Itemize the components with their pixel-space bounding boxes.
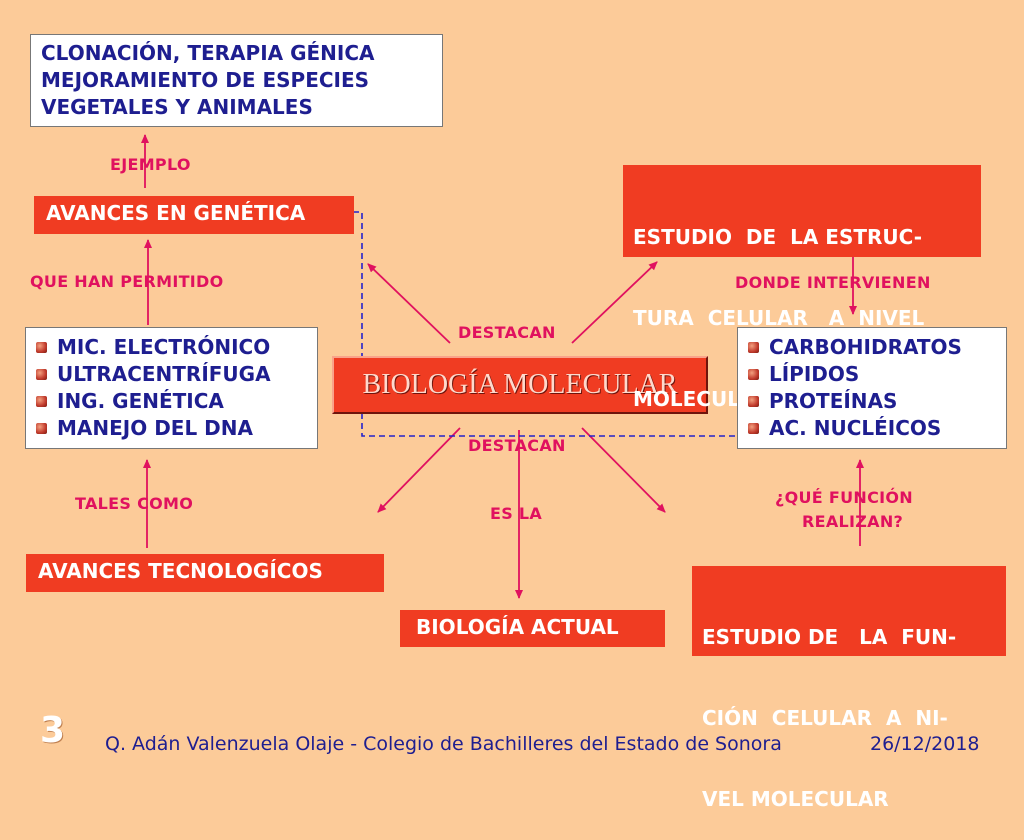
avances-genetica-text: AVANCES EN GENÉTICA xyxy=(46,201,306,225)
avances-tecnologicos-box: AVANCES TECNOLOGÍCOS xyxy=(26,554,384,592)
funcion-line: CIÓN CELULAR A NI- xyxy=(702,706,948,730)
bullet-icon xyxy=(748,396,759,407)
bullet-icon xyxy=(36,369,47,380)
label-ejemplo: EJEMPLO xyxy=(110,155,191,174)
bullet-icon xyxy=(748,423,759,434)
arrow-destacan-left-down xyxy=(377,427,461,513)
list-item: MANEJO DEL DNA xyxy=(36,415,307,442)
label-que-funcion: ¿QUÉ FUNCIÓN xyxy=(775,488,913,507)
list-item: AC. NUCLÉICOS xyxy=(748,415,996,442)
examples-line: CLONACIÓN, TERAPIA GÉNICA xyxy=(41,41,375,65)
center-title: BIOLOGÍA MOLECULAR xyxy=(362,369,678,400)
avances-tecnologicos-text: AVANCES TECNOLOGÍCOS xyxy=(38,559,323,583)
molecules-list: CARBOHIDRATOS LÍPIDOS PROTEÍNAS AC. NUCL… xyxy=(748,334,996,442)
label-destacan-top: DESTACAN xyxy=(458,323,556,342)
funcion-line: ESTUDIO DE LA FUN- xyxy=(702,625,957,649)
bullet-icon xyxy=(748,342,759,353)
bullet-icon xyxy=(748,369,759,380)
estructura-line: TURA CELULAR A NIVEL xyxy=(633,306,925,330)
examples-box: CLONACIÓN, TERAPIA GÉNICA MEJORAMIENTO D… xyxy=(30,34,443,127)
arrow-destacan-right-down xyxy=(581,427,666,513)
examples-line: VEGETALES Y ANIMALES xyxy=(41,95,313,119)
funcion-box: ESTUDIO DE LA FUN- CIÓN CELULAR A NI- VE… xyxy=(692,566,1006,811)
examples-line: MEJORAMIENTO DE ESPECIES xyxy=(41,68,370,92)
biologia-actual-box: BIOLOGÍA ACTUAL xyxy=(400,610,665,647)
tools-box: MIC. ELECTRÓNICO ULTRACENTRÍFUGA ING. GE… xyxy=(25,327,318,449)
arrow-destacan-left-up xyxy=(367,263,451,344)
list-item: CARBOHIDRATOS xyxy=(748,334,996,361)
bullet-icon xyxy=(36,423,47,434)
footer-date: 26/12/2018 xyxy=(870,733,980,755)
tools-list: MIC. ELECTRÓNICO ULTRACENTRÍFUGA ING. GE… xyxy=(36,334,307,442)
list-item: ING. GENÉTICA xyxy=(36,388,307,415)
list-item: ULTRACENTRÍFUGA xyxy=(36,361,307,388)
center-box: BIOLOGÍA MOLECULAR xyxy=(332,356,708,414)
funcion-line: VEL MOLECULAR xyxy=(702,787,889,811)
label-que-han-permitido: QUE HAN PERMITIDO xyxy=(30,272,224,291)
list-item: PROTEÍNAS xyxy=(748,388,996,415)
label-es-la: ES LA xyxy=(490,504,543,523)
label-tales-como: TALES COMO xyxy=(75,494,194,513)
biologia-actual-text: BIOLOGÍA ACTUAL xyxy=(416,615,619,639)
bullet-icon xyxy=(36,342,47,353)
list-item: LÍPIDOS xyxy=(748,361,996,388)
label-destacan-bottom: DESTACAN xyxy=(468,436,566,455)
label-realizan: REALIZAN? xyxy=(802,512,904,531)
footer-credit: Q. Adán Valenzuela Olaje - Colegio de Ba… xyxy=(105,733,782,755)
label-donde-intervienen: DONDE INTERVIENEN xyxy=(735,273,931,292)
arrow-destacan-right-up xyxy=(571,261,658,344)
molecules-box: CARBOHIDRATOS LÍPIDOS PROTEÍNAS AC. NUCL… xyxy=(737,327,1007,449)
list-item: MIC. ELECTRÓNICO xyxy=(36,334,307,361)
estructura-box: ESTUDIO DE LA ESTRUC- TURA CELULAR A NIV… xyxy=(623,165,981,411)
avances-genetica-box: AVANCES EN GENÉTICA xyxy=(34,196,354,234)
bullet-icon xyxy=(36,396,47,407)
estructura-line: ESTUDIO DE LA ESTRUC- xyxy=(633,225,923,249)
slide-number: 3 xyxy=(40,710,66,751)
